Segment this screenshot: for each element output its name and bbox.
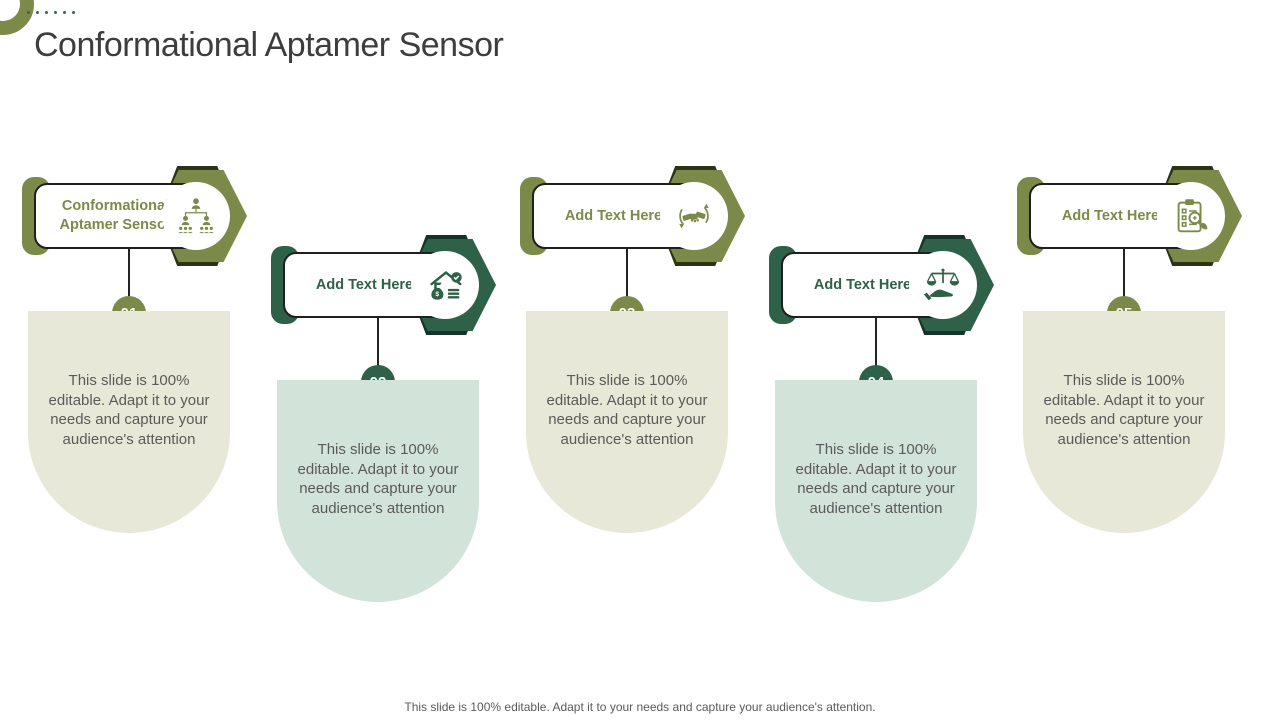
step-column-2: Add Text Here $	[260, 235, 496, 602]
step-icon-circle	[162, 182, 230, 250]
step-label[interactable]: Conformational Aptamer Sensor	[59, 198, 172, 233]
step-column-3: Add Text Here 03 T	[509, 166, 745, 533]
step-column-1: Conformational Aptamer Sensor 01 This	[11, 166, 247, 533]
slide-footer-note: This slide is 100% editable. Adapt it to…	[404, 700, 876, 714]
step-icon-circle	[1157, 182, 1225, 250]
step-icon-circle	[660, 182, 728, 250]
step-header: Add Text Here	[769, 235, 994, 335]
step-header: Add Text Here	[520, 166, 745, 266]
connector-line	[128, 249, 130, 297]
handshake-arrows-icon	[679, 203, 709, 229]
step-label[interactable]: Add Text Here	[315, 276, 414, 293]
corner-ring-decoration	[0, 0, 34, 35]
step-body-text[interactable]: This slide is 100% editable. Adapt it to…	[48, 372, 210, 448]
step-body-block[interactable]: This slide is 100% editable. Adapt it to…	[277, 380, 479, 602]
connector-line	[875, 318, 877, 366]
step-body-text[interactable]: This slide is 100% editable. Adapt it to…	[297, 441, 459, 517]
step-header: Add Text Here $	[271, 235, 496, 335]
step-column-5: Add Text Here	[1006, 166, 1242, 533]
connector-line	[1123, 249, 1125, 297]
step-body-text[interactable]: This slide is 100% editable. Adapt it to…	[795, 441, 957, 517]
step-body-text[interactable]: This slide is 100% editable. Adapt it to…	[1043, 372, 1205, 448]
step-label[interactable]: Add Text Here	[564, 207, 663, 224]
step-body-text[interactable]: This slide is 100% editable. Adapt it to…	[546, 372, 708, 448]
step-icon-circle	[909, 251, 977, 319]
dots-decoration	[27, 11, 75, 14]
step-label[interactable]: Add Text Here	[813, 276, 912, 293]
step-header: Add Text Here	[1017, 166, 1242, 266]
svg-text:$: $	[435, 291, 439, 298]
step-body-block[interactable]: This slide is 100% editable. Adapt it to…	[526, 311, 728, 533]
step-icon-circle: $	[411, 251, 479, 319]
page-title[interactable]: Conformational Aptamer Sensor	[34, 26, 504, 64]
step-body-block[interactable]: This slide is 100% editable. Adapt it to…	[1023, 311, 1225, 533]
connector-line	[377, 318, 379, 366]
scales-hand-icon	[923, 268, 960, 301]
house-finance-icon: $	[430, 271, 462, 300]
step-body-block[interactable]: This slide is 100% editable. Adapt it to…	[28, 311, 230, 533]
step-body-block[interactable]: This slide is 100% editable. Adapt it to…	[775, 380, 977, 602]
connector-line	[626, 249, 628, 297]
step-column-4: Add Text Here 04 This slide is 100% edit…	[758, 235, 994, 602]
step-label[interactable]: Add Text Here	[1061, 207, 1160, 224]
step-header: Conformational Aptamer Sensor	[22, 166, 247, 266]
org-chart-icon	[178, 198, 214, 234]
clipboard-search-icon	[1177, 199, 1208, 233]
